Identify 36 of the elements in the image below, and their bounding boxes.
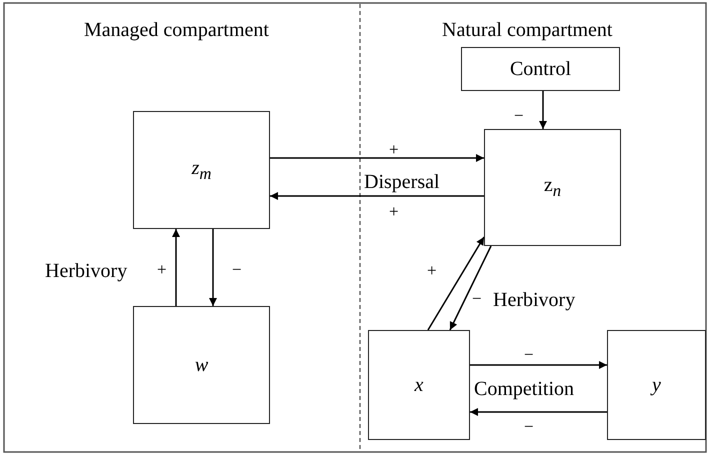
arrow bbox=[449, 246, 492, 330]
sign-label: − bbox=[514, 107, 524, 124]
section-heading: Natural compartment bbox=[442, 20, 612, 40]
arrow bbox=[270, 192, 484, 200]
process-box bbox=[461, 47, 620, 91]
variable-label: z$_{m}$ bbox=[192, 158, 212, 182]
sign-label: + bbox=[389, 141, 399, 158]
sign-label: − bbox=[232, 261, 242, 278]
sign-label: − bbox=[472, 290, 482, 307]
sign-label: + bbox=[157, 261, 167, 278]
variable-box bbox=[607, 330, 706, 440]
variable-label: z$_{n}$ bbox=[544, 175, 562, 200]
variable-label: x bbox=[414, 375, 424, 395]
interaction-label: Herbivory bbox=[493, 290, 576, 310]
sign-label: − bbox=[524, 346, 534, 363]
interaction-label: Dispersal bbox=[364, 172, 440, 192]
arrow bbox=[172, 229, 180, 306]
box-label: Control bbox=[510, 59, 572, 79]
section-heading: Managed compartment bbox=[84, 20, 269, 40]
arrow bbox=[470, 361, 607, 369]
arrow bbox=[539, 91, 547, 129]
variable-box bbox=[133, 111, 270, 229]
sign-label: + bbox=[389, 203, 399, 220]
interaction-label: Herbivory bbox=[45, 261, 128, 281]
arrow bbox=[270, 154, 484, 162]
arrow bbox=[209, 229, 217, 306]
interaction-label: Competition bbox=[474, 379, 574, 399]
variable-box bbox=[484, 129, 621, 246]
sign-label: − bbox=[524, 418, 534, 435]
sign-label: + bbox=[427, 262, 437, 279]
variable-box bbox=[133, 306, 270, 424]
arrow bbox=[470, 408, 607, 416]
variable-label: w bbox=[194, 355, 208, 375]
arrow bbox=[427, 236, 485, 330]
variable-box bbox=[368, 330, 470, 440]
variable-label: y bbox=[652, 375, 661, 395]
